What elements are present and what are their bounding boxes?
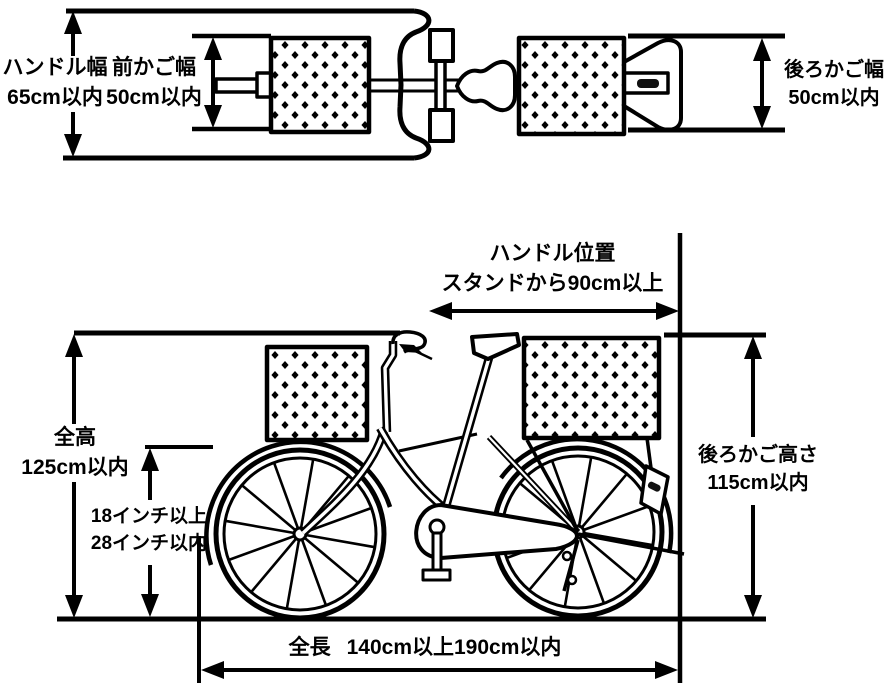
rear-basket-height-line2: 115cm以内	[707, 472, 809, 495]
handle-width-label: ハンドル幅 65cm以内	[0, 53, 110, 113]
rear-axle-slot	[637, 79, 659, 88]
pedal	[421, 568, 452, 582]
handle-position-label: ハンドル位置 スタンドから90cm以上	[425, 239, 680, 299]
total-length-label: 全長 140cm以上190cm以内	[255, 631, 595, 661]
handle-position-line2: スタンドから90cm以上	[441, 271, 664, 295]
wheel-size-line2: 28インチ以内	[90, 532, 208, 554]
frame-bar-plan	[365, 78, 464, 93]
handle-position-line1: ハンドル位置	[489, 242, 616, 265]
rear-basket-width-line2: 50cm以内	[788, 87, 880, 110]
top-view-drawing	[63, 8, 785, 161]
front-basket-width-arrow	[204, 37, 222, 128]
total-length-value: 140cm以上190cm以内	[346, 636, 562, 659]
front-basket-side	[264, 344, 370, 443]
total-height-label: 全高 125cm以内	[8, 423, 142, 483]
total-height-line2: 125cm以内	[21, 455, 129, 479]
handlebar-grip	[391, 330, 433, 361]
rear-basket-width-line1: 後ろかご幅	[784, 59, 884, 81]
front-axle-plan	[214, 77, 262, 94]
pedal-crank	[431, 531, 443, 573]
rear-reflector	[639, 464, 670, 516]
handle-width-line2: 65cm以内	[7, 85, 103, 109]
front-basket-width-line2: 50cm以内	[106, 85, 202, 109]
kickstand	[561, 532, 685, 592]
side-view-drawing	[57, 233, 766, 683]
rear-basket-plan	[516, 35, 627, 137]
front-basket-width-label: 前かご幅 50cm以内	[104, 53, 204, 113]
total-length-arrow	[201, 661, 678, 679]
rear-basket-height-line1: 後ろかご高さ	[698, 444, 818, 466]
saddle-side	[470, 332, 521, 361]
handle-width-arrow	[64, 11, 82, 157]
rear-fender	[499, 436, 674, 554]
total-height-line1: 全高	[54, 426, 96, 449]
chain-guard	[414, 503, 579, 582]
saddle-plan	[455, 59, 517, 113]
total-height-arrow	[65, 334, 83, 618]
rear-basket-width-arrow	[753, 38, 771, 129]
handle-position-arrow	[429, 302, 679, 320]
handlebar-plan	[397, 8, 432, 161]
rear-basket-side	[521, 335, 662, 441]
wheel-size-label: 18インチ以上 28インチ以内	[86, 504, 212, 558]
front-basket-width-line1: 前かご幅	[112, 56, 196, 79]
rear-basket-height-arrow	[744, 336, 762, 618]
total-length-prefix: 全長	[288, 636, 331, 659]
wheel-size-arrow	[141, 448, 159, 617]
rear-basket-width-label: 後ろかご幅 50cm以内	[781, 56, 887, 113]
handle-width-line1: ハンドル幅	[2, 56, 108, 79]
rear-basket-height-label: 後ろかご高さ 115cm以内	[688, 441, 828, 498]
pedals-plan	[428, 28, 455, 143]
wheel-size-line1: 18インチ以上	[90, 506, 208, 527]
front-basket-plan	[268, 35, 372, 135]
